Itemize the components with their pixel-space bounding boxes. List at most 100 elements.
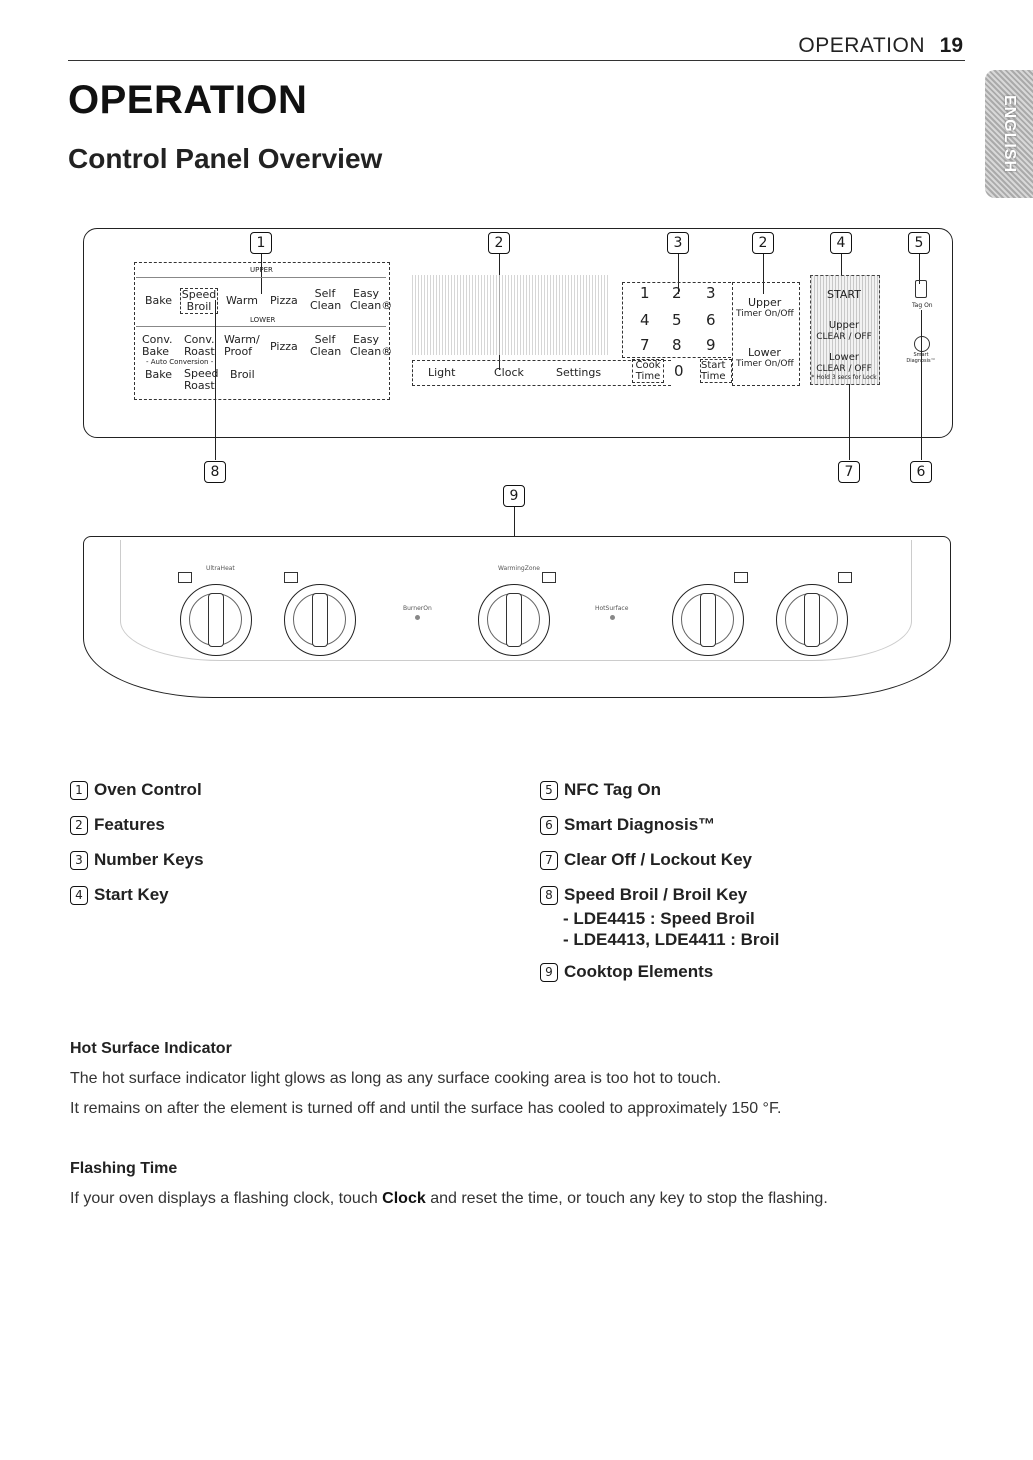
bake-upper-key[interactable]: Bake	[145, 294, 173, 307]
page-number: 19	[939, 34, 963, 57]
cook-time-key[interactable]: Cook Time	[632, 359, 664, 383]
legend-num: 7	[540, 850, 558, 870]
leader-line	[841, 254, 842, 284]
cooktop-panel	[83, 536, 951, 698]
legend-label: Speed Broil / Broil Key	[564, 885, 748, 904]
tag-on-label: Tag On	[912, 302, 933, 309]
element-indicator-icon	[284, 572, 298, 583]
lower-timer-sub: Timer On/Off	[736, 359, 794, 369]
legend-item-features: 2 Features	[70, 815, 165, 835]
leader-line	[261, 254, 262, 294]
callout-7: 7	[838, 461, 860, 483]
upper-clear-key[interactable]: Upper	[828, 320, 860, 331]
hot-surface-light	[610, 615, 615, 620]
number-key-0[interactable]: 0	[674, 362, 684, 380]
right-rear-knob[interactable]	[672, 584, 744, 656]
pizza-lower-key[interactable]: Pizza	[270, 340, 298, 353]
flashing-text-after: and reset the time, or touch any key to …	[425, 1190, 828, 1207]
section-title: Control Panel Overview	[68, 143, 383, 174]
warm-upper-key[interactable]: Warm	[226, 294, 258, 307]
clock-key[interactable]: Clock	[494, 366, 524, 379]
broil-key[interactable]: Broil	[230, 368, 255, 381]
number-key-4[interactable]: 4	[640, 311, 650, 329]
oven-divider	[136, 326, 386, 327]
legend-label: Oven Control	[94, 780, 202, 799]
self-clean-upper-key[interactable]: Self Clean	[310, 287, 342, 312]
element-indicator-icon	[838, 572, 852, 583]
easy-clean-lower-key[interactable]: Easy Clean®	[350, 333, 393, 358]
callout-4: 4	[830, 232, 852, 254]
pizza-upper-key[interactable]: Pizza	[270, 294, 298, 307]
header-section: OPERATION	[798, 34, 925, 57]
start-time-key[interactable]: Start Time	[700, 359, 732, 383]
element-indicator-icon	[734, 572, 748, 583]
legend-num: 2	[70, 815, 88, 835]
flashing-time-heading: Flashing Time	[70, 1160, 178, 1177]
callout-9: 9	[503, 485, 525, 507]
right-keys-area	[810, 275, 880, 385]
legend-label: Start Key	[94, 885, 169, 904]
number-key-6[interactable]: 6	[706, 311, 716, 329]
number-key-7[interactable]: 7	[640, 336, 650, 354]
number-key-8[interactable]: 8	[672, 336, 682, 354]
number-key-9[interactable]: 9	[706, 336, 716, 354]
burner-on-light	[415, 615, 420, 620]
legend-num: 9	[540, 962, 558, 982]
lower-timer-key[interactable]: Lower	[748, 346, 781, 359]
auto-conversion-label: - Auto Conversion -	[146, 358, 214, 366]
hot-surface-label: HotSurface	[595, 605, 629, 612]
conv-roast-key[interactable]: Conv. Roast	[184, 333, 215, 358]
number-key-5[interactable]: 5	[672, 311, 682, 329]
upper-timer-key[interactable]: Upper	[748, 296, 782, 309]
start-key[interactable]: START	[827, 288, 861, 301]
legend-label: Features	[94, 815, 165, 834]
light-key[interactable]: Light	[428, 366, 456, 379]
number-key-3[interactable]: 3	[706, 284, 716, 302]
right-front-knob[interactable]	[776, 584, 848, 656]
language-tab-label: ENGLISH	[1001, 94, 1018, 174]
leader-line	[678, 254, 679, 294]
cooktop-inner-line	[120, 540, 912, 661]
legend-item-clear-off: 7 Clear Off / Lockout Key	[540, 850, 752, 870]
left-front-knob[interactable]	[284, 584, 356, 656]
page-title: OPERATION	[68, 78, 308, 122]
upper-label: UPPER	[250, 266, 273, 274]
speed-broil-key[interactable]: Speed Broil	[180, 288, 218, 314]
left-rear-knob[interactable]	[180, 584, 252, 656]
nfc-tag-icon	[915, 280, 927, 298]
lower-clear-sub: CLEAR / OFF	[816, 364, 872, 374]
warm-proof-key[interactable]: Warm/ Proof	[224, 333, 260, 358]
self-clean-lower-key[interactable]: Self Clean	[310, 333, 342, 358]
hot-surface-text-2: It remains on after the element is turne…	[70, 1100, 782, 1117]
burner-on-label: BurnerOn	[403, 605, 432, 612]
legend-label: Smart Diagnosis™	[564, 815, 716, 834]
callout-2: 2	[488, 232, 510, 254]
speed-roast-key[interactable]: Speed Roast	[184, 367, 219, 392]
leader-line	[215, 300, 216, 460]
legend-label: Clear Off / Lockout Key	[564, 850, 752, 869]
leader-line	[921, 310, 922, 460]
warming-zone-knob[interactable]	[478, 584, 550, 656]
legend-num: 3	[70, 850, 88, 870]
oven-divider	[136, 277, 386, 278]
settings-key[interactable]: Settings	[556, 366, 602, 379]
language-tab: ENGLISH	[985, 70, 1033, 198]
callout-2b: 2	[752, 232, 774, 254]
number-key-1[interactable]: 1	[640, 284, 650, 302]
leader-line	[514, 507, 515, 537]
upper-clear-sub: CLEAR / OFF	[816, 332, 872, 342]
bake-lower-key[interactable]: Bake	[145, 368, 173, 381]
conv-bake-key[interactable]: Conv. Bake	[142, 333, 173, 358]
element-indicator-icon	[178, 572, 192, 583]
oven-display	[412, 275, 608, 355]
easy-clean-upper-key[interactable]: Easy Clean®	[350, 287, 393, 312]
number-key-2[interactable]: 2	[672, 284, 682, 302]
header-rule	[68, 60, 965, 61]
broil-model-1: - LDE4415 : Speed Broil	[563, 909, 755, 928]
legend-label: NFC Tag On	[564, 780, 661, 799]
lower-clear-key[interactable]: Lower	[829, 352, 859, 363]
